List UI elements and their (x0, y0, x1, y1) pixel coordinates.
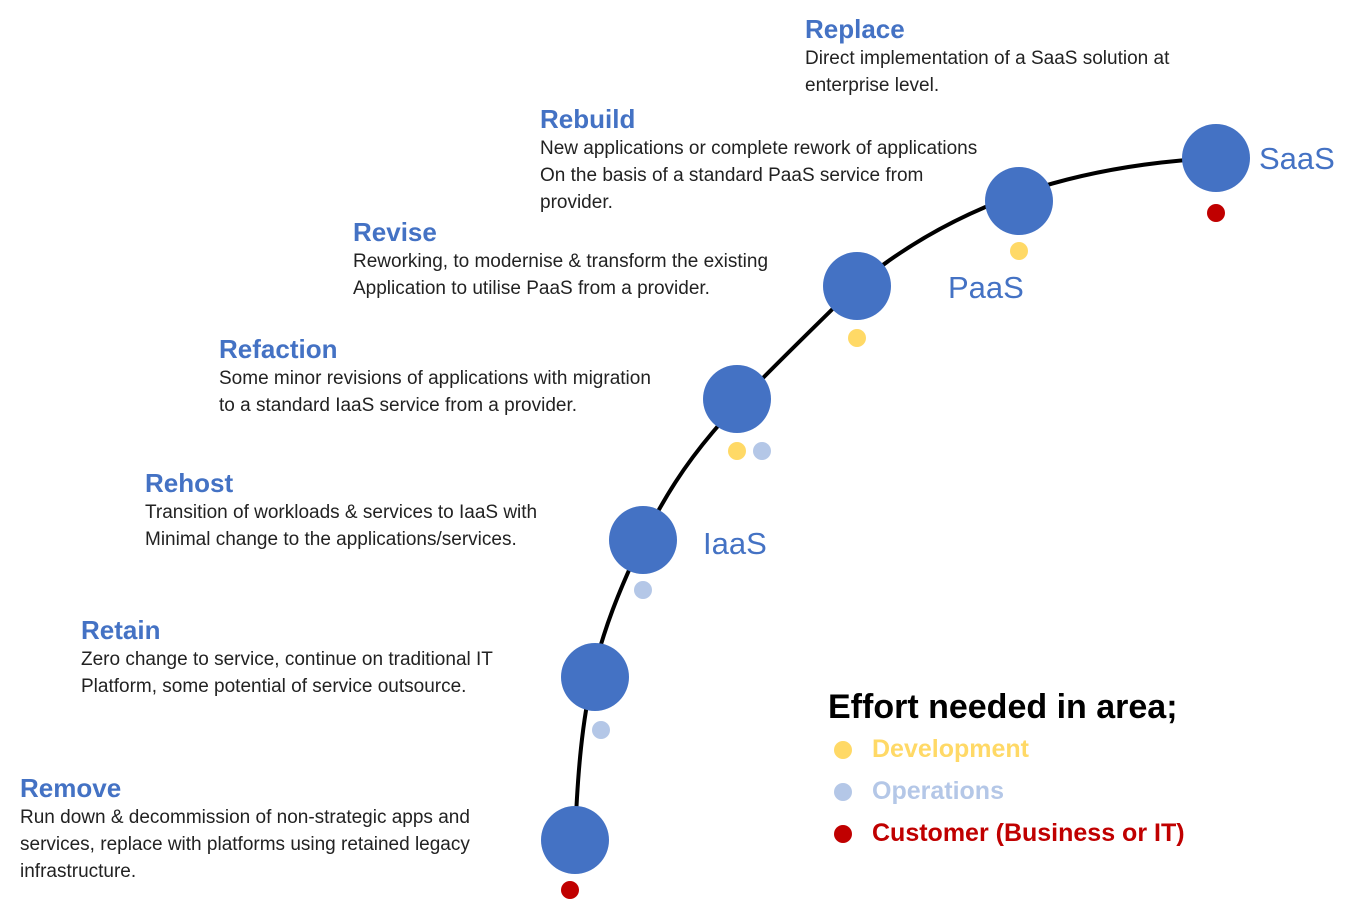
step-title: Rehost (145, 468, 234, 498)
development-effort-dot (848, 329, 866, 347)
legend-label: Operations (872, 777, 1004, 805)
step-node-rehost (609, 506, 677, 574)
development-dot-icon (834, 741, 852, 759)
step-nodes (541, 124, 1250, 874)
step-description: Direct implementation of a SaaS solution… (805, 48, 1170, 96)
legend-item-customer: Customer (Business or IT) (828, 813, 1185, 855)
step-node-revise (823, 252, 891, 320)
customer-effort-dot (1207, 204, 1225, 222)
legend-title: Effort needed in area; (828, 688, 1178, 726)
operations-effort-dot (753, 442, 771, 460)
step-title: Remove (20, 773, 122, 803)
step-title: Retain (81, 615, 161, 645)
customer-effort-dot (561, 881, 579, 899)
legend-item-development: Development (828, 729, 1178, 771)
step-title: Refaction (219, 334, 338, 364)
development-effort-dot (728, 442, 746, 460)
legend-label: Development (872, 735, 1029, 763)
platform-label-saas: SaaS (1259, 141, 1335, 176)
step-node-replace (1182, 124, 1250, 192)
platform-label-paas: PaaS (948, 270, 1024, 305)
legend-item-operations: Operations (828, 771, 1178, 813)
step-title: Revise (353, 217, 437, 247)
step-description: Transition of workloads & services to Ia… (145, 502, 538, 550)
legend-label: Customer (Business or IT) (872, 819, 1185, 847)
step-node-remove (541, 806, 609, 874)
step-node-refaction (703, 365, 771, 433)
operations-effort-dot (592, 721, 610, 739)
step-refaction: Refaction Some minor revisions of applic… (219, 333, 651, 419)
step-description: Zero change to service, continue on trad… (81, 649, 493, 697)
step-node-rebuild (985, 167, 1053, 235)
step-revise: Revise Reworking, to modernise & transfo… (353, 216, 768, 302)
step-title: Replace (805, 14, 905, 44)
step-replace: Replace Direct implementation of a SaaS … (805, 13, 1169, 99)
step-description: Reworking, to modernise & transform the … (353, 251, 769, 299)
operations-effort-dot (634, 581, 652, 599)
development-effort-dot (1010, 242, 1028, 260)
step-rebuild: Rebuild New applications or complete rew… (540, 103, 977, 216)
customer-dot-icon (834, 825, 852, 843)
effort-legend: Effort needed in area; Development Opera… (828, 685, 1185, 855)
step-description: Run down & decommission of non-strategic… (20, 807, 470, 882)
step-title: Rebuild (540, 104, 636, 134)
step-rehost: Rehost Transition of workloads & service… (145, 467, 537, 553)
operations-dot-icon (834, 783, 852, 801)
step-description: Some minor revisions of applications wit… (219, 368, 651, 416)
step-description: New applications or complete rework of a… (540, 138, 978, 213)
platform-label-iaas: IaaS (703, 526, 767, 561)
step-retain: Retain Zero change to service, continue … (81, 614, 493, 700)
effort-dots (561, 204, 1225, 899)
step-remove: Remove Run down & decommission of non-st… (20, 772, 470, 885)
step-node-retain (561, 643, 629, 711)
